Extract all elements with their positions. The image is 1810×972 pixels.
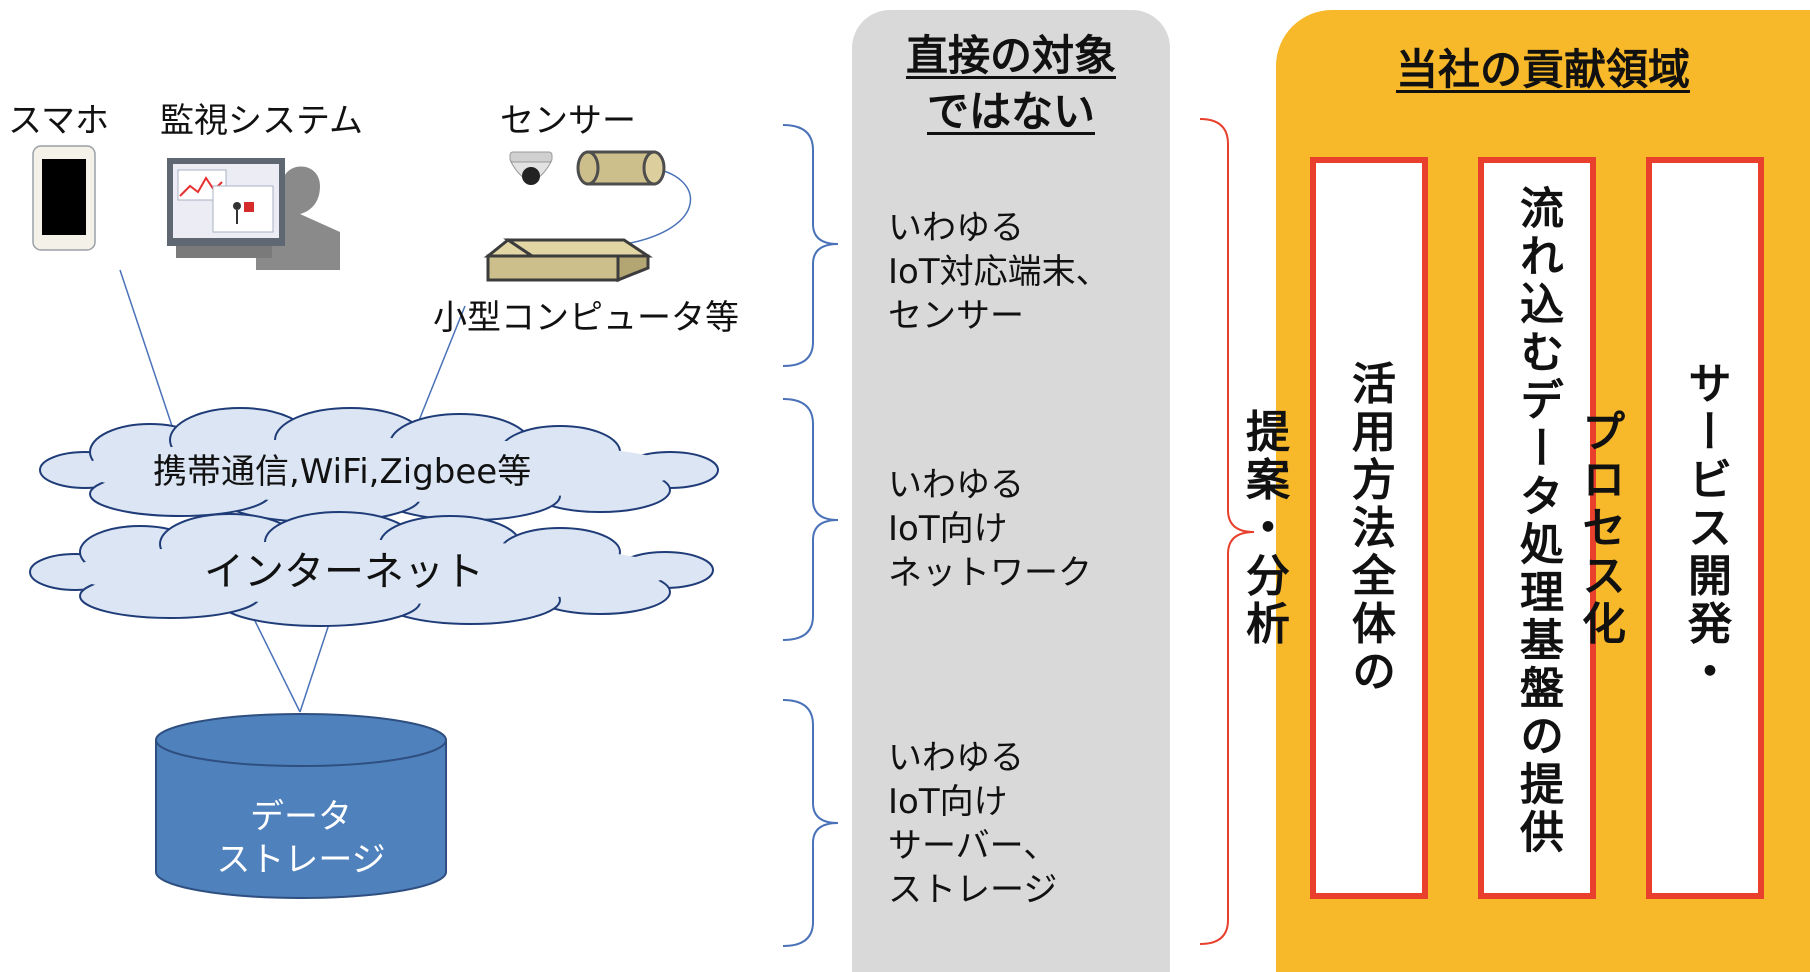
not-direct-server-text: いわゆる IoT向け サーバー、 ストレージ — [888, 736, 1057, 912]
bracket-network — [782, 398, 839, 641]
bracket-devices — [782, 124, 839, 367]
text-line: IoT向け — [888, 782, 1008, 822]
not-direct-title-line1: 直接の対象 — [905, 31, 1116, 80]
contribution-box-platform-text: 流れ込むデータ処理基盤の提供 — [1512, 185, 1563, 857]
text-line: ストレージ — [888, 870, 1058, 910]
small-computer-icon — [483, 238, 653, 283]
contribution-box-analysis-text: 活用方法全体の提案・分析 — [1238, 360, 1395, 696]
brackets — [782, 124, 839, 947]
sensor-cylinder-icon — [576, 150, 666, 186]
storage-cylinder — [155, 713, 447, 899]
not-direct-title-line2: ではない — [926, 87, 1095, 136]
contribution-box-analysis: 活用方法全体の提案・分析 — [1238, 157, 1428, 899]
text-line: IoT向け — [888, 509, 1008, 549]
contribution-box-platform: 流れ込むデータ処理基盤の提供 — [1478, 157, 1596, 899]
not-direct-network-text: いわゆる IoT向け ネットワーク — [888, 463, 1092, 595]
camera-icon — [509, 151, 553, 185]
storage-label-line2: ストレージ — [216, 840, 386, 880]
bracket-server — [782, 699, 839, 947]
small-computer-label: 小型コンピュータ等 — [433, 298, 739, 338]
bracket-contribution — [1199, 118, 1255, 945]
text-line: センサー — [888, 296, 1024, 336]
smartphone-label: スマホ — [8, 101, 109, 141]
internet-cloud — [29, 511, 714, 627]
text-line: いわゆる — [888, 208, 1024, 248]
contribution-title-text: 当社の貢献領域 — [1395, 45, 1690, 94]
not-direct-devices-text: いわゆる IoT対応端末、 センサー — [888, 206, 1110, 338]
smartphone-icon — [32, 145, 96, 251]
sensor-cable — [619, 167, 692, 246]
text-line: ネットワーク — [888, 553, 1092, 593]
contribution-title: 当社の貢献領域 — [1276, 42, 1810, 98]
contribution-box-service: サービス開発・プロセス化 — [1574, 157, 1764, 899]
internet-label: インターネット — [204, 549, 484, 595]
mobile-network-cloud — [39, 407, 719, 523]
text-line: IoT対応端末、 — [888, 252, 1110, 292]
not-direct-title: 直接の対象 ではない — [852, 28, 1170, 140]
text-line: いわゆる — [888, 465, 1024, 505]
not-direct-panel — [852, 10, 1170, 972]
storage-label-line1: データ — [250, 797, 352, 837]
contribution-box-service-text: サービス開発・プロセス化 — [1574, 360, 1731, 696]
text-line: サーバー、 — [888, 826, 1058, 866]
text-line: いわゆる — [888, 738, 1024, 778]
monitor-person-icon — [167, 158, 340, 270]
mobile-network-label: 携帯通信,WiFi,Zigbee等 — [153, 452, 532, 492]
monitoring-label: 監視システム — [160, 101, 363, 141]
sensor-label: センサー — [500, 101, 636, 141]
